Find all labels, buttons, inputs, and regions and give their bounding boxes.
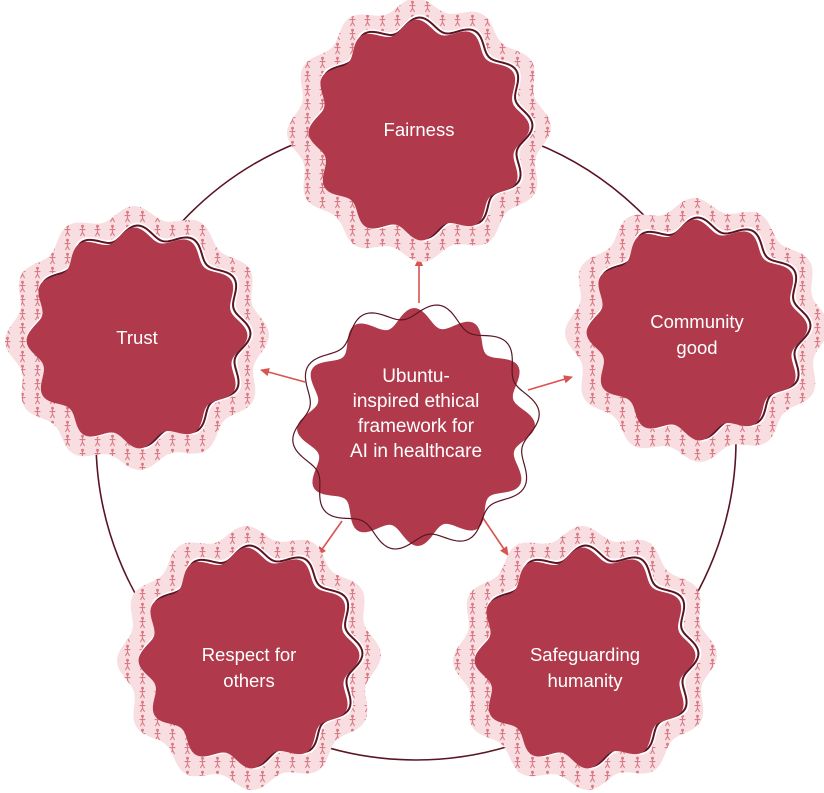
- pillar-shape: [586, 219, 808, 441]
- center-outline: [292, 304, 540, 550]
- arrow-to-trust: [260, 368, 306, 383]
- pillar-shape: [26, 227, 248, 449]
- pillar-node-trust: [5, 206, 269, 470]
- pillar-shape: [474, 547, 696, 769]
- pillar-node-fairness: [287, 0, 551, 262]
- arrow-to-safeguarding-humanity: [482, 517, 509, 556]
- pillar-node-respect-for-others: [117, 526, 381, 790]
- arrows-group: [260, 257, 573, 556]
- center-shape: [297, 308, 535, 546]
- pillar-node-safeguarding-humanity: [453, 526, 717, 790]
- center-node: [292, 304, 540, 550]
- pillar-node-community-good: [565, 198, 824, 462]
- pillar-shape: [308, 19, 530, 241]
- arrow-to-community-good: [527, 375, 573, 391]
- arrow-to-respect-for-others: [317, 520, 343, 556]
- pillar-shape: [138, 547, 360, 769]
- pillar-nodes: [5, 0, 824, 790]
